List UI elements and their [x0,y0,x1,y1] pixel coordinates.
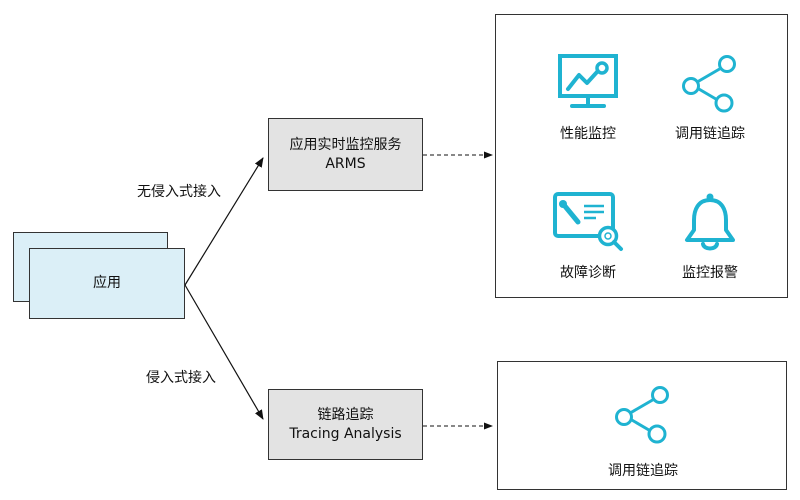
tracing-service-box: 链路追踪 Tracing Analysis [268,389,423,460]
edge-app-to-arms [184,157,264,286]
arms-title: 应用实时监控服务 [289,136,402,153]
diagnosis-card-icon [553,192,623,251]
arms-subtitle: ARMS [325,155,366,172]
share-network-icon [682,55,736,113]
bell-icon [685,193,735,251]
share-network-icon [615,386,669,444]
feature-label: 监控报警 [682,265,738,281]
edge-app-to-tracing [184,284,264,420]
feature-call-chain-tracing: 调用链追踪 [583,384,703,480]
tracing-title: 链路追踪 [317,406,374,423]
feature-monitoring-alarm: 监控报警 [650,192,770,282]
feature-fault-diagnosis: 故障诊断 [528,192,648,282]
tracing-feature-panel: 调用链追踪 [497,361,787,490]
feature-label: 调用链追踪 [675,126,745,142]
feature-label: 性能监控 [560,126,616,142]
feature-performance-monitoring: 性能监控 [528,53,648,143]
edge-label-non-invasive: 无侵入式接入 [137,184,221,200]
feature-label: 故障诊断 [560,265,616,281]
app-label: 应用 [93,275,121,291]
arms-service-box: 应用实时监控服务 ARMS [268,118,423,191]
arms-feature-panel: 性能监控 调用链追踪 故障诊断 [495,14,788,298]
monitor-chart-icon [558,54,618,108]
edge-label-invasive: 侵入式接入 [146,370,216,386]
tracing-subtitle: Tracing Analysis [289,425,402,442]
feature-label: 调用链追踪 [608,463,678,479]
feature-call-chain-tracing: 调用链追踪 [650,53,770,143]
app-card: 应用 [29,248,185,319]
